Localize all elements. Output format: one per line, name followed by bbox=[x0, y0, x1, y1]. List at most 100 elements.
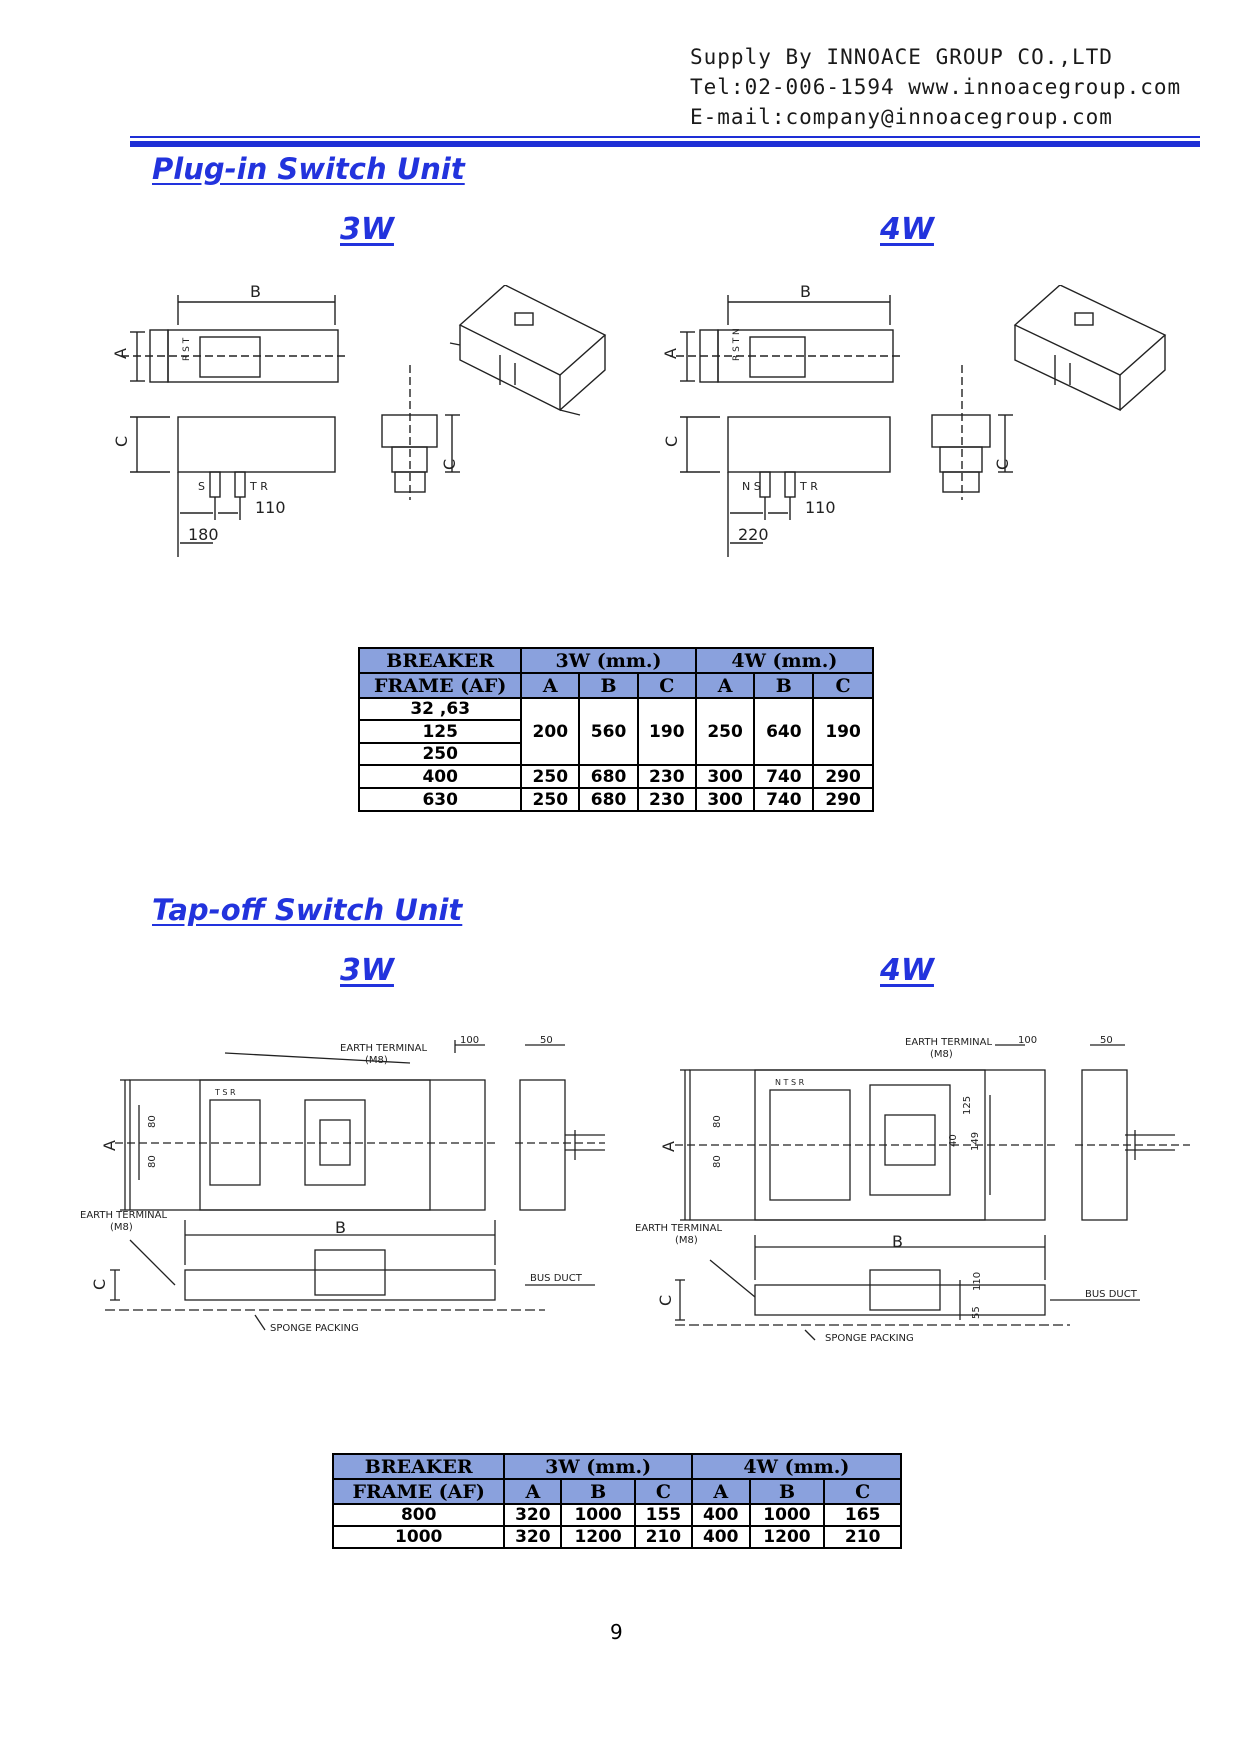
plugin-3w-drawing: B A C C 110 180 S T R R S T bbox=[111, 285, 607, 557]
tapoff-4w-dim-c: C bbox=[656, 1295, 675, 1306]
plugin-value-cell: 190 bbox=[812, 697, 874, 766]
tapoff-3w-bus-duct: BUS DUCT bbox=[530, 1273, 583, 1284]
tapoff-th-3w: 3W (mm.) bbox=[503, 1453, 693, 1480]
header-email: E-mail:company@innoacegroup.com bbox=[690, 105, 1113, 129]
tapoff-4w-phases: N T S R bbox=[775, 1078, 805, 1087]
tapoff-th-col: C bbox=[823, 1478, 902, 1505]
tapoff-3w-dim-a: A bbox=[100, 1140, 119, 1151]
tapoff-3w-dim-b: B bbox=[335, 1218, 346, 1237]
plugin-4w-drawing: B A C C 110 220 N S T R R S T N bbox=[661, 285, 1167, 557]
plugin-3w-side-dim-c: C bbox=[440, 459, 459, 470]
plugin-3w-dim-b: B bbox=[250, 285, 261, 301]
plugin-3w-dim-a: A bbox=[111, 348, 130, 359]
tapoff-th-col: C bbox=[633, 1478, 693, 1505]
plugin-value-cell: 740 bbox=[753, 787, 815, 812]
tapoff-3w-dim-80b: 80 bbox=[147, 1155, 158, 1168]
tapoff-th-col: A bbox=[690, 1478, 751, 1505]
tapoff-3w-dim-50: 50 bbox=[540, 1035, 553, 1046]
tapoff-4w-earth-terminal: EARTH TERMINAL bbox=[905, 1037, 992, 1048]
plugin-th-col: A bbox=[694, 672, 756, 699]
tapoff-3w-earth-terminal2: EARTH TERMINAL bbox=[80, 1210, 167, 1221]
header-contact: Tel:02-006-1594 www.innoacegroup.com bbox=[690, 75, 1182, 99]
header-company: Supply By INNOACE GROUP CO.,LTD bbox=[690, 45, 1113, 69]
tapoff-4w-label: 4W bbox=[880, 953, 934, 988]
plugin-value-cell: 560 bbox=[578, 697, 639, 766]
plugin-value-cell: 200 bbox=[520, 697, 581, 766]
plugin-th-breaker: BREAKER bbox=[357, 647, 523, 674]
tapoff-4w-m8: (M8) bbox=[930, 1049, 953, 1060]
plugin-3w-label: 3W bbox=[340, 212, 394, 247]
plugin-value-cell: 740 bbox=[753, 764, 815, 789]
plugin-dimension-table: BREAKER 3W (mm.) 4W (mm.) FRAME (AF) A B… bbox=[357, 647, 875, 812]
plugin-frame-cell: 250 bbox=[357, 742, 523, 766]
header-rule-thick bbox=[130, 141, 1200, 147]
plugin-4w-phase-left: N S bbox=[742, 480, 761, 493]
tapoff-4w-dim-50: 50 bbox=[1100, 1035, 1113, 1046]
plugin-th-frame: FRAME (AF) bbox=[357, 672, 523, 699]
tapoff-value-cell: 1200 bbox=[748, 1525, 826, 1549]
plugin-th-4w: 4W (mm.) bbox=[694, 647, 875, 674]
tapoff-3w-m8: (M8) bbox=[365, 1055, 388, 1066]
tapoff-4w-dim-80a: 80 bbox=[712, 1115, 723, 1128]
tapoff-th-col: B bbox=[748, 1478, 826, 1505]
plugin-4w-side-dim-c: C bbox=[993, 459, 1012, 470]
tapoff-4w-earth-terminal2: EARTH TERMINAL bbox=[635, 1223, 722, 1234]
plugin-4w-bus-phases: R S T N bbox=[732, 328, 742, 361]
tapoff-th-frame: FRAME (AF) bbox=[331, 1478, 506, 1505]
tapoff-th-4w: 4W (mm.) bbox=[690, 1453, 903, 1480]
page-number: 9 bbox=[610, 1620, 623, 1644]
plugin-4w-phase-right: T R bbox=[799, 480, 818, 493]
tapoff-3w-dim-100: 100 bbox=[460, 1035, 479, 1046]
tapoff-value-cell: 155 bbox=[633, 1503, 693, 1527]
tapoff-dimension-table: BREAKER 3W (mm.) 4W (mm.) FRAME (AF) A B… bbox=[331, 1453, 903, 1549]
supplier-header: Supply By INNOACE GROUP CO.,LTD Tel:02-00… bbox=[690, 42, 1181, 132]
plugin-value-cell: 300 bbox=[694, 764, 756, 789]
tapoff-3w-earth-terminal: EARTH TERMINAL bbox=[340, 1043, 427, 1054]
plugin-th-col: A bbox=[520, 672, 581, 699]
tapoff-value-cell: 1000 bbox=[560, 1503, 636, 1527]
plugin-value-cell: 190 bbox=[636, 697, 697, 766]
tapoff-4w-dim-a: A bbox=[659, 1141, 678, 1152]
plugin-frame-cell: 400 bbox=[357, 764, 523, 789]
plugin-3w-dim-180: 180 bbox=[188, 525, 219, 544]
plugin-th-col: C bbox=[812, 672, 874, 699]
tapoff-3w-sponge: SPONGE PACKING bbox=[270, 1323, 359, 1334]
tapoff-value-cell: 1200 bbox=[560, 1525, 636, 1549]
tapoff-3w-m8-2: (M8) bbox=[110, 1222, 133, 1233]
tapoff-4w-dim-80b: 80 bbox=[712, 1155, 723, 1168]
plugin-th-col: C bbox=[636, 672, 697, 699]
tapoff-4w-dim-125: 125 bbox=[962, 1096, 973, 1115]
tapoff-4w-dim-40: 40 bbox=[948, 1134, 959, 1147]
plugin-value-cell: 640 bbox=[753, 697, 815, 766]
plugin-4w-dim-b: B bbox=[800, 285, 811, 301]
tapoff-4w-dim-55: 55 bbox=[971, 1306, 982, 1319]
plugin-th-3w: 3W (mm.) bbox=[520, 647, 697, 674]
tapoff-3w-label: 3W bbox=[340, 953, 394, 988]
plugin-4w-label: 4W bbox=[880, 212, 934, 247]
tapoff-th-col: B bbox=[560, 1478, 636, 1505]
plugin-value-cell: 290 bbox=[812, 764, 874, 789]
plugin-value-cell: 290 bbox=[812, 787, 874, 812]
plugin-value-cell: 250 bbox=[520, 787, 581, 812]
plugin-value-cell: 300 bbox=[694, 787, 756, 812]
tapoff-value-cell: 320 bbox=[503, 1503, 563, 1527]
tapoff-4w-dim-149: 149 bbox=[970, 1132, 981, 1151]
plugin-3w-bus-phases: R S T bbox=[182, 337, 192, 361]
tapoff-section-title: Tap-off Switch Unit bbox=[152, 893, 463, 927]
tapoff-4w-dim-100: 100 bbox=[1018, 1035, 1037, 1046]
plugin-3w-phase-right: T R bbox=[249, 480, 268, 493]
tapoff-th-col: A bbox=[503, 1478, 563, 1505]
tapoff-3w-drawing: EARTH TERMINAL (M8) 100 50 80 80 A B C E… bbox=[80, 1035, 605, 1334]
plugin-frame-cell: 125 bbox=[357, 719, 523, 744]
plugin-4w-dim-220: 220 bbox=[738, 525, 769, 544]
tapoff-4w-dim-110: 110 bbox=[972, 1272, 983, 1291]
tapoff-th-breaker: BREAKER bbox=[331, 1453, 506, 1480]
tapoff-value-cell: 400 bbox=[690, 1525, 751, 1549]
tapoff-value-cell: 1000 bbox=[748, 1503, 826, 1527]
tapoff-3w-dim-c: C bbox=[90, 1279, 109, 1290]
tapoff-4w-sponge: SPONGE PACKING bbox=[825, 1333, 914, 1344]
plugin-value-cell: 250 bbox=[520, 764, 581, 789]
tapoff-value-cell: 165 bbox=[823, 1503, 902, 1527]
plugin-3w-dim-110: 110 bbox=[255, 498, 286, 517]
tapoff-4w-dim-b: B bbox=[892, 1232, 903, 1251]
